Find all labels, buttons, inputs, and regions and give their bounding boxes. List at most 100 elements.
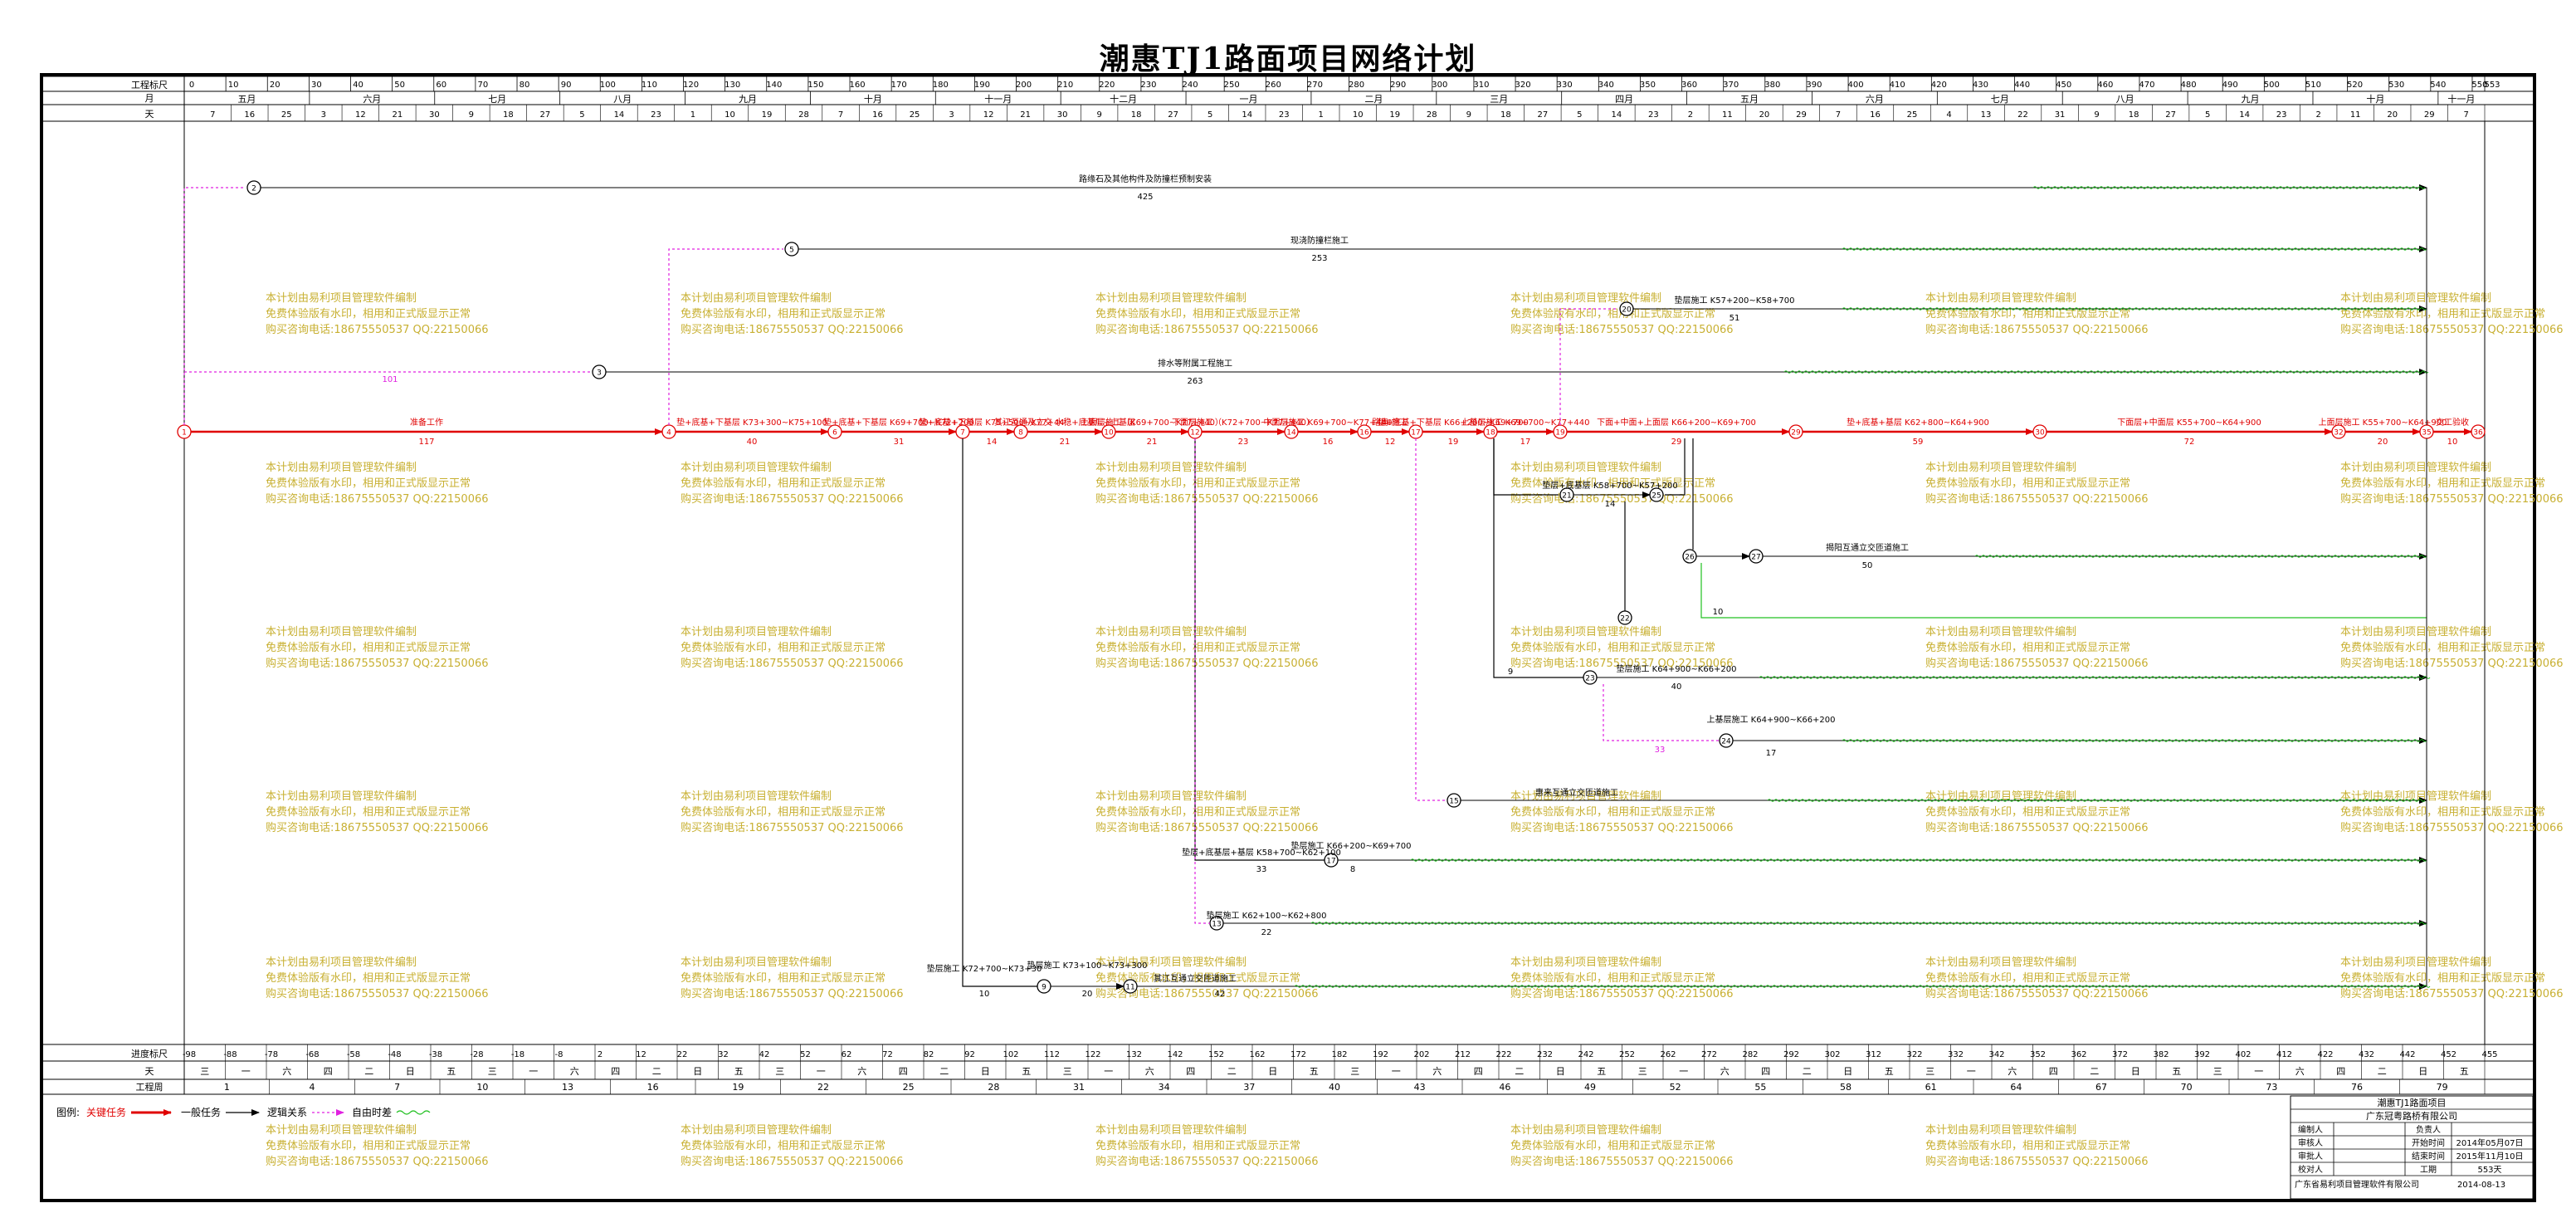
weekday-label: 四	[899, 1066, 908, 1077]
task-duration: 40	[1671, 682, 1682, 692]
task-duration: 33	[1256, 865, 1267, 874]
month-label: 十二月	[1110, 93, 1137, 105]
weekday-label: 一	[242, 1066, 251, 1077]
bottom-tick-label: 42	[759, 1050, 770, 1059]
day-label: 21	[392, 110, 402, 120]
node-label: 25	[1651, 492, 1661, 501]
weekday-label: 日	[981, 1066, 990, 1077]
scale-tick-label: 170	[891, 81, 907, 90]
bottom-tick-label: 52	[800, 1050, 811, 1059]
day-label: 1	[1319, 110, 1324, 120]
node-circle	[2331, 424, 2346, 439]
week-label: 46	[1499, 1082, 1510, 1093]
watermark-line: 本计划由易利项目管理软件编制	[266, 462, 417, 474]
watermark-line: 本计划由易利项目管理软件编制	[1095, 1124, 1247, 1137]
node-circle	[1483, 424, 1498, 439]
day-label: 21	[1020, 110, 1031, 120]
node-label: 16	[1359, 429, 1369, 438]
weekday-label: 五	[446, 1066, 456, 1077]
bottom-tick-label: 362	[2071, 1050, 2086, 1059]
bottom-tick-label: 22	[677, 1050, 688, 1059]
weekday-label: 五	[2172, 1066, 2181, 1077]
watermark-line: 购买咨询电话:18675550537 QQ:22150066	[1925, 822, 2149, 834]
free-float-wave	[1410, 858, 2427, 862]
link-line	[1194, 438, 1325, 861]
month-label: 九月	[739, 94, 757, 105]
weekday-label: 五	[1310, 1066, 1319, 1077]
day-label: 25	[281, 110, 292, 120]
week-label: 1	[224, 1082, 230, 1093]
day-label: 25	[910, 110, 920, 120]
month-label: 一月	[1239, 94, 1257, 105]
task-label: 垫层+底基层+基层 K58+700~K62+100	[1182, 847, 1341, 858]
day-label: 14	[2239, 110, 2250, 120]
weekday-label: 三	[775, 1066, 784, 1077]
watermark-line: 免费体验版有水印，相用和正式版显示正常	[681, 1140, 886, 1152]
watermark-line: 购买咨询电话:18675550537 QQ:22150066	[266, 493, 489, 506]
watermark-line: 购买咨询电话:18675550537 QQ:22150066	[1095, 493, 1319, 506]
scale-tick-label: 210	[1057, 81, 1073, 90]
node-circle	[1788, 424, 1803, 439]
watermark: 本计划由易利项目管理软件编制免费体验版有水印，相用和正式版显示正常购买咨询电话:…	[1510, 460, 1734, 507]
weekday-label: 三	[1350, 1066, 1359, 1077]
watermark-line: 购买咨询电话:18675550537 QQ:22150066	[1510, 988, 1734, 1000]
day-label: 4	[1946, 110, 1951, 120]
critical-task-label: 其江互通及立交 水稳+底基层+上基层	[994, 417, 1135, 428]
critical-task-label: 上面层施工 K55+700~K64+900	[2318, 417, 2447, 428]
watermark-line: 本计划由易利项目管理软件编制	[266, 1124, 417, 1137]
legend-label: 图例:	[56, 1107, 80, 1118]
scale-row-label: 天	[145, 109, 154, 120]
watermark: 本计划由易利项目管理软件编制免费体验版有水印，相用和正式版显示正常购买咨询电话:…	[1925, 1122, 2149, 1170]
bottom-tick-label: 222	[1495, 1050, 1511, 1059]
scale-tick-label: 90	[561, 81, 572, 90]
week-label: 10	[476, 1082, 488, 1093]
info-project: 潮惠TJ1路面项目	[2378, 1097, 2447, 1108]
watermark-line: 本计划由易利项目管理软件编制	[2340, 956, 2492, 969]
bottom-tick-label: -78	[265, 1050, 278, 1059]
bottom-tick-label: 242	[1578, 1050, 1593, 1059]
week-label: 43	[1414, 1082, 1426, 1093]
month-label: 十月	[2366, 93, 2384, 105]
scale-tick-label: 100	[600, 81, 616, 90]
critical-task-label: 垫+底基+下基层 K73+300~K75+100	[676, 417, 827, 428]
watermark-line: 免费体验版有水印，相用和正式版显示正常	[266, 1140, 471, 1152]
node-label: 24	[1721, 738, 1731, 746]
scale-tick-label: 80	[520, 81, 530, 90]
task-duration: 253	[1311, 254, 1327, 263]
critical-task-label: 垫+底基+下基层 K75+500~K77+44	[919, 417, 1064, 428]
watermark-line: 购买咨询电话:18675550537 QQ:22150066	[1510, 324, 1734, 336]
bottom-tick-label: 392	[2194, 1050, 2210, 1059]
week-label: 79	[2437, 1082, 2448, 1093]
task-label: 垫层+底基层 K58+700~K57+200	[1542, 480, 1677, 491]
weekday-label: 二	[1803, 1066, 1812, 1077]
watermark-line: 本计划由易利项目管理软件编制	[2340, 462, 2492, 474]
task-label: 现浇防撞栏施工	[1290, 235, 1349, 246]
node-circle	[1284, 424, 1299, 439]
legend-critical: 关键任务	[86, 1106, 126, 1118]
weekday-label: 一	[529, 1066, 538, 1077]
day-label: 7	[2464, 110, 2469, 120]
watermark-line: 免费体验版有水印，相用和正式版显示正常	[681, 972, 886, 985]
scale-tick-label: 390	[1806, 81, 1822, 90]
weekday-label: 三	[200, 1066, 209, 1077]
scale-tick-label: 530	[2388, 81, 2404, 90]
watermark: 本计划由易利项目管理软件编制免费体验版有水印，相用和正式版显示正常购买咨询电话:…	[266, 624, 489, 672]
watermark-line: 购买咨询电话:18675550537 QQ:22150066	[1925, 1156, 2149, 1168]
week-label: 40	[1329, 1082, 1340, 1093]
watermark-line: 购买咨询电话:18675550537 QQ:22150066	[1510, 1156, 1734, 1168]
scale-row-label: 月	[145, 93, 154, 104]
bottom-tick-label: 292	[1783, 1050, 1799, 1059]
scale-tick-label: 380	[1764, 81, 1780, 90]
weekday-label: 六	[1145, 1066, 1154, 1077]
watermark: 本计划由易利项目管理软件编制免费体验版有水印，相用和正式版显示正常购买咨询电话:…	[1925, 789, 2149, 836]
watermark-line: 本计划由易利项目管理软件编制	[2340, 626, 2492, 638]
month-label: 十月	[864, 93, 882, 105]
info-company: 广东冠粤路桥有限公司	[2366, 1110, 2457, 1122]
watermark-line: 免费体验版有水印，相用和正式版显示正常	[1510, 308, 1716, 320]
watermark: 本计划由易利项目管理软件编制免费体验版有水印，相用和正式版显示正常购买咨询电话:…	[1095, 955, 1319, 1002]
bottom-tick-label: 332	[1948, 1050, 1964, 1059]
link-line	[1493, 438, 1583, 678]
bottom-tick-label: -38	[429, 1050, 442, 1059]
month-label: 二月	[1364, 94, 1383, 105]
scale-tick-label: 540	[2430, 81, 2446, 90]
